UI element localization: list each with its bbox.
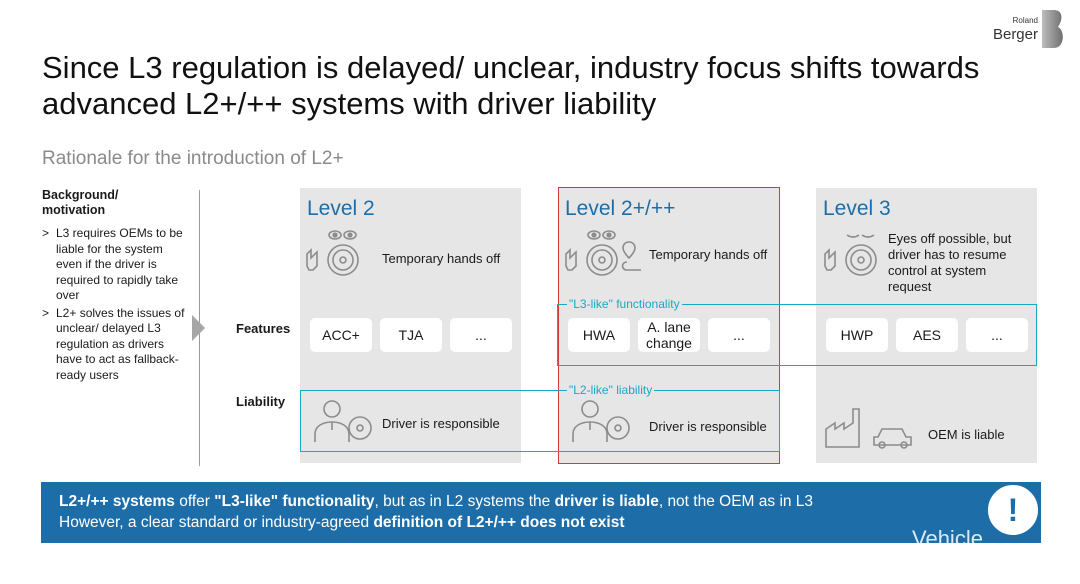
banner-bold: driver is liable (554, 493, 659, 510)
eyes-steering-route-icon (565, 230, 641, 276)
feature-chip: ... (966, 318, 1028, 352)
l3-like-functionality-box (557, 304, 1037, 366)
summary-banner: L2+/++ systems offer "L3-like" functiona… (41, 482, 1041, 543)
feature-chip: ... (708, 318, 770, 352)
banner-text: L2+/++ systems offer "L3-like" functiona… (59, 491, 813, 533)
roland-berger-logo: Roland Berger (993, 6, 1072, 52)
row-label-features: Features (236, 321, 291, 336)
background-bullets: L3 requires OEMs to be liable for the sy… (42, 226, 192, 385)
exclamation-icon: ! (986, 483, 1040, 537)
factory-car-icon (825, 408, 912, 449)
feature-chip: HWP (826, 318, 888, 352)
logo-b-icon (1042, 10, 1063, 48)
feature-chip: TJA (380, 318, 442, 352)
driver-steering-icon (572, 400, 630, 442)
page-title: Since L3 regulation is delayed/ unclear,… (42, 50, 980, 121)
feature-chip: ACC+ (310, 318, 372, 352)
page-subtitle: Rationale for the introduction of L2+ (42, 148, 344, 169)
level-description: Temporary hands off (382, 251, 501, 266)
liability-text: OEM is liable (928, 427, 1005, 442)
banner-bold: L2+/++ systems (59, 493, 175, 510)
bullet-item: L3 requires OEMs to be liable for the sy… (42, 226, 192, 304)
l3-like-label: "L3-like" functionality (567, 297, 682, 311)
column-title: Level 2 (307, 197, 375, 220)
row-label-liability: Liability (236, 394, 286, 409)
background-heading-line2: motivation (42, 203, 106, 217)
banner-line-2: However, a clear standard or industry-ag… (59, 512, 813, 533)
banner-bold: definition of L2+/++ does not exist (373, 514, 625, 531)
feature-chip: ... (450, 318, 512, 352)
logo-text-small: Roland (1012, 16, 1038, 25)
exclamation-glyph: ! (1007, 491, 1019, 528)
level-description: Eyes off possible, but driver has to res… (888, 231, 1012, 294)
banner-text-span: However, a clear standard or industry-ag… (59, 514, 374, 531)
banner-text-span: , but as in L2 systems the (374, 493, 555, 510)
level-description: Temporary hands off (649, 247, 768, 262)
background-heading: Background/ motivation (42, 188, 118, 218)
liability-text: Driver is responsible (649, 419, 767, 434)
column-title: Level 3 (823, 197, 891, 220)
watermark-text: Vehicle (912, 526, 983, 551)
feature-chip: A. lane change (638, 318, 700, 352)
banner-text-span: , not the OEM as in L3 (658, 493, 814, 510)
feature-chip: AES (896, 318, 958, 352)
logo-text-main: Berger (992, 26, 1038, 43)
eyes-closed-steering-icon (824, 234, 877, 276)
eyes-steering-hands-icon (306, 230, 359, 276)
feature-chip: HWA (568, 318, 630, 352)
background-heading-line1: Background/ (42, 188, 119, 202)
highlight-frame (558, 187, 780, 464)
column-title: Level 2+/++ (565, 197, 676, 220)
liability-text: Driver is responsible (382, 416, 500, 431)
banner-bold: "L3-like" functionality (214, 493, 375, 510)
l2-like-label: "L2-like" liability (567, 383, 655, 397)
banner-line-1: L2+/++ systems offer "L3-like" functiona… (59, 491, 813, 512)
banner-text-span: offer (174, 493, 215, 510)
bullet-item: L2+ solves the issues of unclear/ delaye… (42, 306, 192, 384)
l2-like-liability-box (300, 390, 780, 452)
driver-steering-icon (314, 400, 372, 442)
arrow-right-icon (192, 315, 205, 341)
